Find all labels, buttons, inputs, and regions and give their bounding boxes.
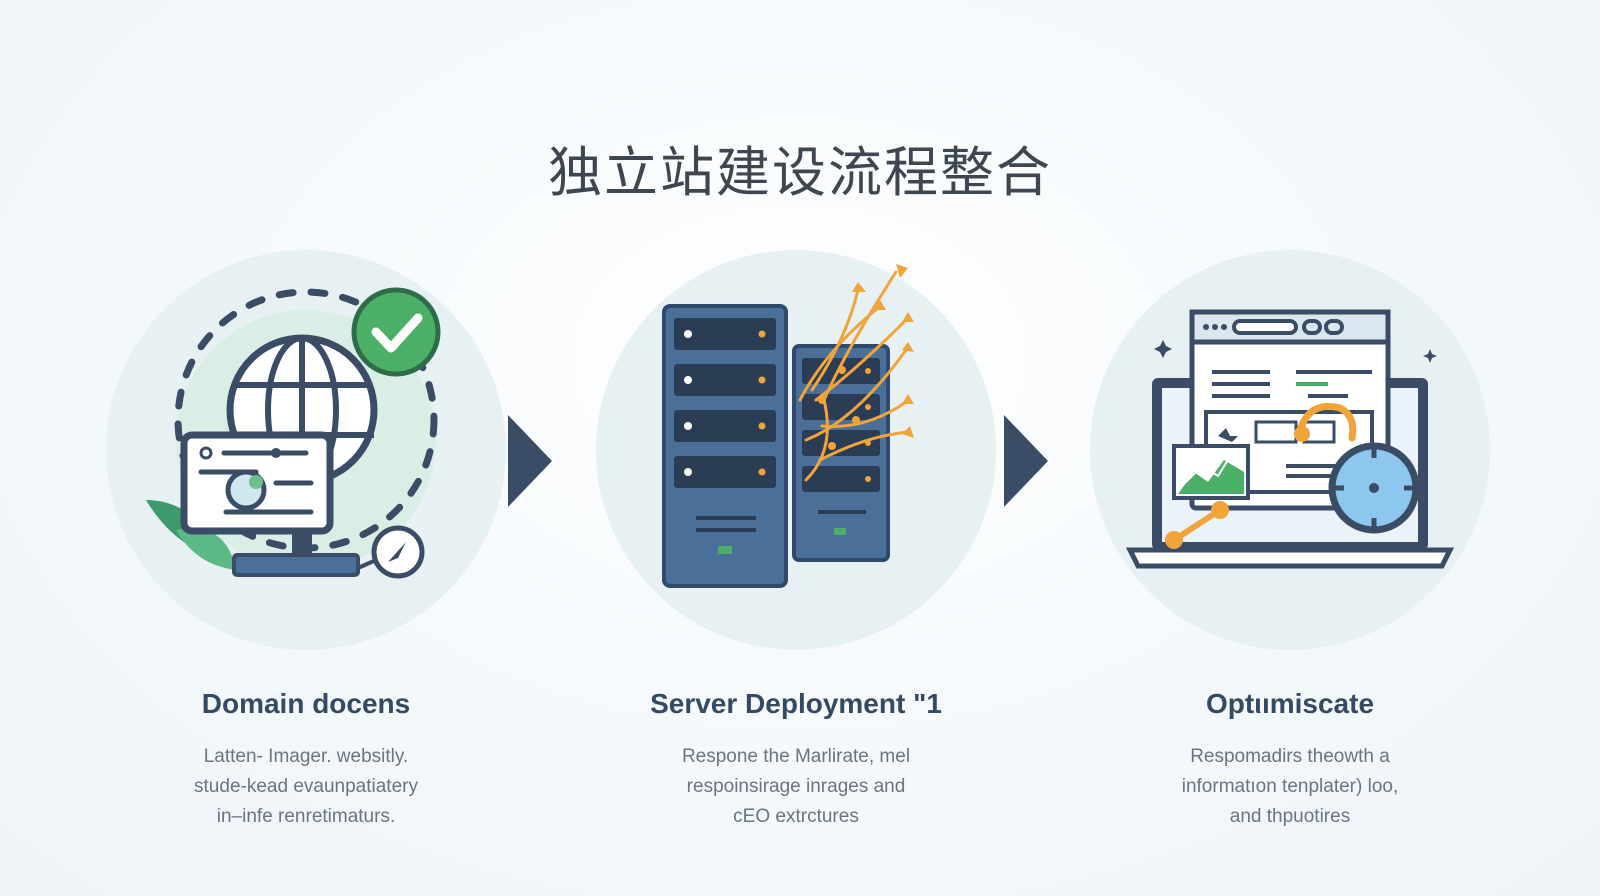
- step-title: Optιımiscate: [1205, 688, 1375, 719]
- step-desc-line: Respone the Marlirate, mel: [681, 746, 911, 767]
- step-desc-line: respoinsirage inrages and: [686, 776, 906, 797]
- step-desc-line: cEO extrctures: [733, 806, 859, 827]
- step-title: Server Deployment "1: [650, 688, 942, 719]
- flow-arrow-icon: [1004, 415, 1048, 507]
- server-rack-icon: [662, 264, 914, 588]
- page-title: 独立站建设流程整合: [548, 141, 1052, 204]
- step-description: Respone the Marlirate, mel respoinsirage…: [556, 742, 1036, 832]
- step-desc-line: stude-kead evaunpatiatery: [194, 776, 418, 797]
- step-description: Respomadirs theowth a informatıon tenpla…: [1050, 742, 1530, 832]
- flow-arrow-icon: [508, 415, 552, 507]
- step-desc-line: informatıon tenplater) loo,: [1181, 776, 1399, 797]
- step-description: Latten- Imager. websitly. stude-kead eva…: [66, 742, 546, 832]
- step-desc-line: in–infe renretimaturs.: [216, 806, 396, 827]
- laptop-browser-icon: [1125, 309, 1455, 569]
- globe-monitor-icon: [146, 287, 441, 579]
- step-title: Domain docens: [201, 688, 411, 719]
- step-desc-line: and thpuotires: [1229, 806, 1351, 827]
- step-desc-line: Latten- Imager. websitly.: [203, 746, 409, 767]
- step-desc-line: Respomadirs theowth a: [1190, 746, 1390, 767]
